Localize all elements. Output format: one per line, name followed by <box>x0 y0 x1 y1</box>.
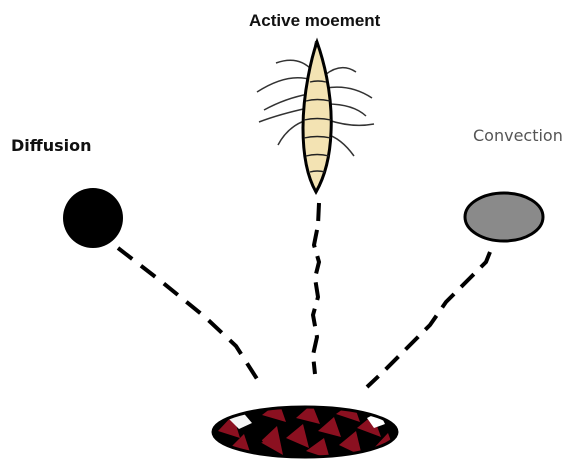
diffusion-path <box>118 248 259 382</box>
swimming-organism-icon <box>257 42 374 192</box>
active-movement-path <box>313 203 319 374</box>
target-surface-icon <box>213 402 397 459</box>
convection-particle-icon <box>465 193 543 241</box>
convection-label: Convection <box>473 128 563 144</box>
diffusion-particle-icon <box>63 188 123 248</box>
convection-path <box>367 252 490 387</box>
active-movement-label: Active moement <box>249 12 380 29</box>
diffusion-label: Diffusion <box>11 138 92 154</box>
